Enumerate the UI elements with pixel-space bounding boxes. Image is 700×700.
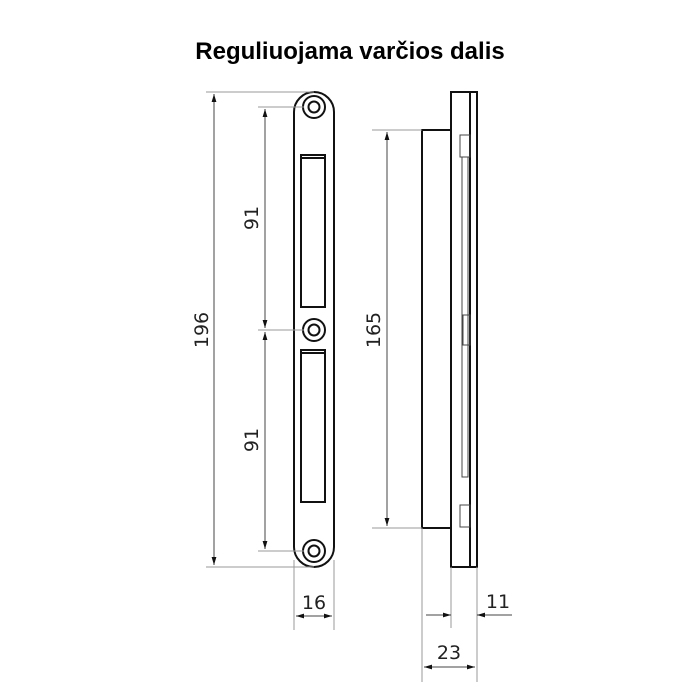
- diagram-title: Reguliuojama varčios dalis: [195, 38, 505, 65]
- screw-hole-top: [302, 95, 326, 119]
- dim-label-upper-spacing: 91: [241, 206, 263, 230]
- dimension-196: 196: [191, 91, 314, 568]
- dim-label-lower-spacing: 91: [241, 428, 263, 452]
- dim-label-flange-depth: 11: [486, 591, 510, 613]
- dim-label-plate-width: 16: [302, 592, 326, 614]
- dimension-165: 165: [363, 129, 422, 529]
- screw-hole-bottom: [302, 539, 326, 563]
- dim-label-body-height: 165: [363, 312, 385, 348]
- dim-label-total-depth: 23: [437, 642, 461, 664]
- dimension-11: 11: [426, 567, 512, 682]
- side-view: [421, 91, 478, 568]
- dimension-23: 23: [421, 528, 475, 682]
- dimension-91-lower: 91: [241, 332, 304, 552]
- dim-label-total-height: 196: [191, 312, 213, 348]
- dimension-16: 16: [293, 560, 335, 630]
- screw-hole-middle: [302, 318, 326, 342]
- upper-slot: [300, 154, 326, 308]
- dimension-91-upper: 91: [241, 106, 304, 331]
- lower-slot: [300, 349, 326, 503]
